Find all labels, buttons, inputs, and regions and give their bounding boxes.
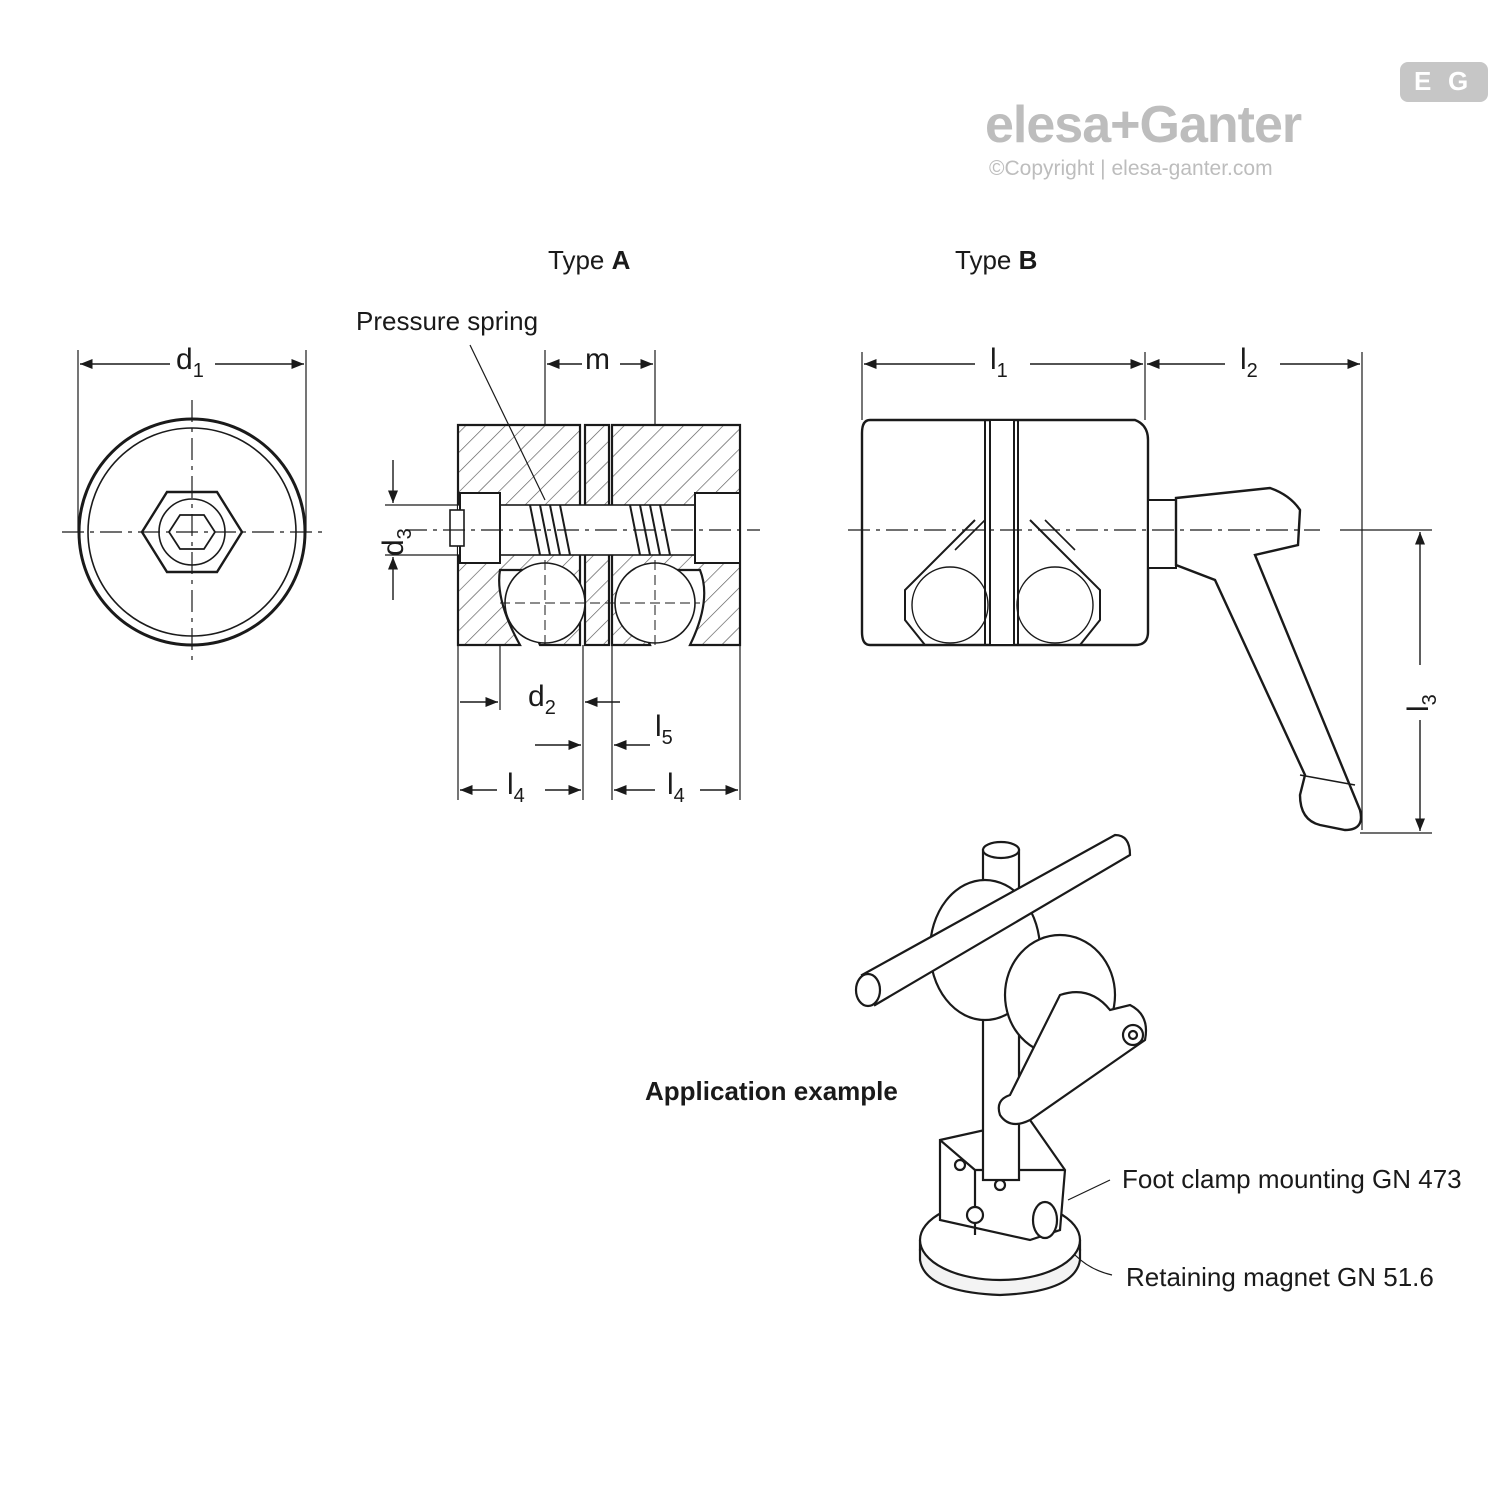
clamping-lever-icon (1174, 486, 1363, 832)
brand-block: elesa+Ganter ©Copyright | elesa-ganter.c… (985, 95, 1425, 190)
dim-l5: l5 (655, 710, 673, 749)
retaining-magnet-label: Retaining magnet GN 51.6 (1126, 1262, 1434, 1292)
dim-l3: l3 (1402, 694, 1441, 712)
type-b-dimensions (861, 352, 1432, 834)
application-example-label: Application example (645, 1076, 898, 1106)
application-example-illustration (854, 833, 1148, 1297)
dim-m: m (585, 343, 610, 376)
dim-d3: d3 (377, 528, 416, 556)
badge-left-letter: E (1414, 66, 1432, 96)
type-b-label: Type B (955, 245, 1038, 275)
front-view (62, 350, 322, 664)
eg-badge-icon: E G (1400, 62, 1488, 102)
type-a-dimensions (385, 350, 741, 800)
dim-d1: d1 (176, 343, 204, 382)
dim-l4-left: l4 (507, 768, 525, 807)
dim-d2: d2 (528, 680, 556, 719)
pressure-spring-label: Pressure spring (356, 306, 539, 336)
badge-right-letter: G (1448, 66, 1469, 96)
brand-logo: elesa+Ganter (985, 96, 1302, 154)
type-a-section (405, 344, 760, 650)
dim-l2: l2 (1240, 343, 1258, 382)
type-a-label: Type A (548, 245, 631, 275)
type-b-view (848, 418, 1363, 832)
dim-l4-right: l4 (667, 768, 685, 807)
dim-l1: l1 (990, 343, 1008, 382)
brand-copyright: ©Copyright | elesa-ganter.com (989, 157, 1273, 180)
foot-clamp-label: Foot clamp mounting GN 473 (1122, 1164, 1462, 1194)
